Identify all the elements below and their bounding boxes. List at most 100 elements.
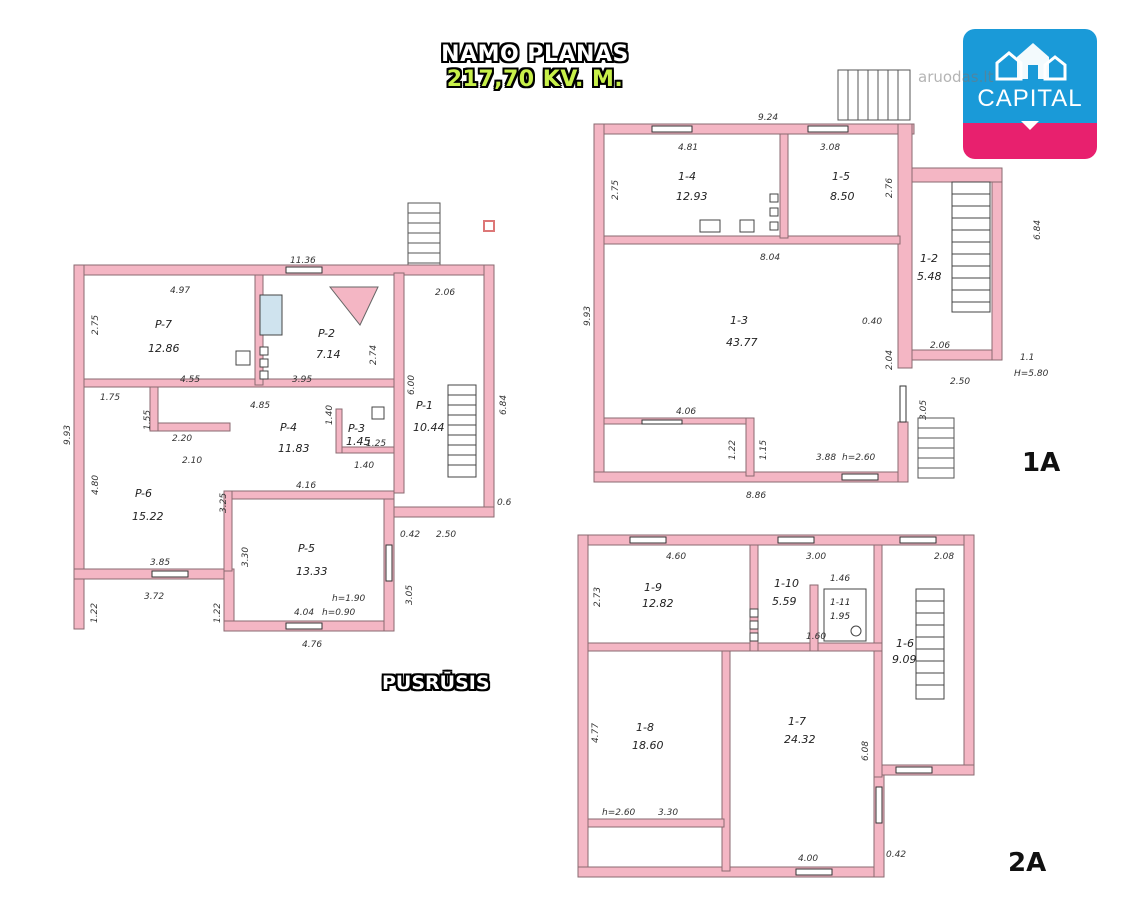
room-P-6-name: P-6 (135, 487, 152, 500)
room-1-5-area: 8.50 (830, 190, 855, 203)
dim-p5-h-window: h=1.90 (332, 594, 366, 604)
dim-p5-bottom: 4.04 (294, 608, 314, 618)
dim-p1-width: 2.06 (435, 288, 455, 298)
first-floor-label: 1A (1022, 448, 1061, 478)
first-floor-fixtures (699, 193, 779, 233)
basement-fixtures (235, 294, 385, 420)
room-P-1-area: 10.44 (413, 421, 445, 434)
dim-1-5-width: 3.08 (820, 143, 840, 153)
dim-p5-bottom-outer: 4.76 (302, 640, 322, 650)
dim-p7-height: 2.75 (91, 315, 101, 335)
dim-p6-right: 3.25 (219, 493, 229, 513)
dim-p3-width: 1.25 (366, 439, 386, 449)
dim-1-3-offset: 0.40 (862, 317, 882, 327)
dim-1-8-height: 4.77 (591, 723, 601, 743)
second-floor-windows (629, 536, 937, 876)
room-1-7-area: 24.32 (784, 733, 816, 746)
dim-1-3-step: 1.22 (728, 440, 738, 460)
second-floor-stairs (915, 588, 945, 700)
dim-p6-height: 4.80 (91, 475, 101, 495)
dim-p4-top: 4.85 (250, 401, 270, 411)
dim-1-6-width: 2.08 (934, 552, 954, 562)
dim-1-3-h: h=2.60 (842, 453, 876, 463)
room-P-7-name: P-7 (155, 318, 172, 331)
dim-1-10-width: 3.00 (806, 552, 826, 562)
first-floor-plan: 1-4 12.93 1-5 8.50 1-3 43.77 1-2 5.48 9.… (583, 69, 1049, 500)
room-1-6-name: 1-6 (896, 637, 914, 650)
basement-windows (151, 266, 393, 630)
room-P-6-area: 15.22 (132, 510, 164, 523)
dim-wall-thickness: 0.6 (497, 498, 512, 508)
capital-logo: CAPITAL (963, 29, 1097, 159)
room-P-7-area: 12.86 (148, 342, 180, 355)
dim-p1-height-outer: 6.84 (499, 395, 509, 415)
dim-1-2-height-outer: 6.84 (1033, 220, 1043, 240)
room-1-3-name: 1-3 (730, 314, 748, 327)
room-P-5-area: 13.33 (296, 565, 328, 578)
dim-p2-height: 2.74 (369, 345, 379, 365)
dim-1-8-bottom: 3.30 (658, 808, 678, 818)
dim-1-2-bottom: 2.06 (930, 341, 950, 351)
room-1-10-name: 1-10 (774, 577, 799, 590)
dim-basement-height: 9.93 (63, 425, 73, 445)
dim-1-7-bottom: 4.00 (798, 854, 818, 864)
room-1-11-name: 1-11 (830, 598, 850, 608)
dim-p5-height: 3.30 (241, 547, 251, 567)
dim-1-8-h: h=2.60 (602, 808, 636, 818)
logo-name: CAPITAL (977, 85, 1083, 112)
dim-stair-mark: 1.1 (1020, 353, 1034, 363)
dim-basement-width: 11.36 (290, 256, 316, 266)
dim-1-11-top: 1.46 (830, 574, 850, 584)
dim-porch-height: 3.05 (405, 585, 415, 605)
plan-title-text: NAMO PLANAS (441, 42, 629, 67)
basement-inner-stairs (447, 384, 477, 478)
dim-p5-top: 4.16 (296, 481, 316, 491)
dim-p2-bottom: 3.95 (292, 375, 312, 385)
dim-p7-width: 4.97 (170, 286, 190, 296)
watermark: aruodas.lt (918, 68, 994, 86)
dim-p4-left: 1.55 (143, 410, 153, 430)
houses-icon (995, 43, 1067, 81)
dim-1-5-height: 2.76 (885, 178, 895, 198)
dim-p6-inner: 2.10 (182, 456, 202, 466)
basement-corner-fixture (328, 286, 379, 326)
room-1-3-area: 43.77 (726, 336, 758, 349)
room-1-2-name: 1-2 (920, 252, 938, 265)
room-1-8-name: 1-8 (636, 721, 654, 734)
dim-1-3-bottom-left: 4.06 (676, 407, 696, 417)
dim-1-10-bottom: 1.60 (806, 632, 826, 642)
room-1-7-name: 1-7 (788, 715, 806, 728)
first-floor-inner-stairs (951, 181, 991, 313)
room-1-5-name: 1-5 (832, 170, 850, 183)
second-floor-fixtures (749, 588, 867, 642)
dim-1a-bottom: 8.86 (746, 491, 766, 500)
room-1-6-area: 9.09 (892, 653, 917, 666)
room-P-2-name: P-2 (318, 327, 335, 340)
first-floor-entry-stairs (837, 69, 911, 121)
dim-1-3-bottom: 3.88 (816, 453, 836, 463)
plan-total-area: 217,70 KV. M. (446, 67, 624, 92)
room-1-11-area: 1.95 (830, 612, 850, 622)
dim-1a-height: 9.93 (583, 306, 593, 326)
room-1-8-area: 18.60 (632, 739, 664, 752)
dim-1-4-width: 4.81 (678, 143, 698, 153)
room-1-9-name: 1-9 (644, 581, 662, 594)
room-1-4-name: 1-4 (678, 170, 696, 183)
logo-notch-icon (1021, 121, 1039, 130)
room-P-1-name: P-1 (416, 399, 433, 412)
room-1-10-area: 5.59 (772, 595, 797, 608)
dim-1-9-height: 2.73 (593, 587, 603, 607)
dim-1a-width: 9.24 (758, 113, 778, 123)
room-P-5-name: P-5 (298, 542, 315, 555)
room-P-2-area: 7.14 (316, 348, 341, 361)
dim-1-7-height: 6.08 (861, 741, 871, 761)
second-floor-plan: 1-9 12.82 1-10 5.59 1-11 1.95 1-6 9.09 1… (577, 534, 975, 878)
room-1-9-area: 12.82 (642, 597, 674, 610)
dim-p3-height: 1.40 (325, 405, 335, 425)
dim-1-4-height: 2.75 (611, 180, 621, 200)
dim-terrace-right: 1.22 (213, 603, 223, 623)
first-floor-windows (641, 125, 907, 481)
dim-stair-height: H=5.80 (1014, 369, 1049, 379)
dim-p5-h-sill: h=0.90 (322, 608, 356, 618)
dim-porch-width: 2.50 (436, 530, 456, 540)
